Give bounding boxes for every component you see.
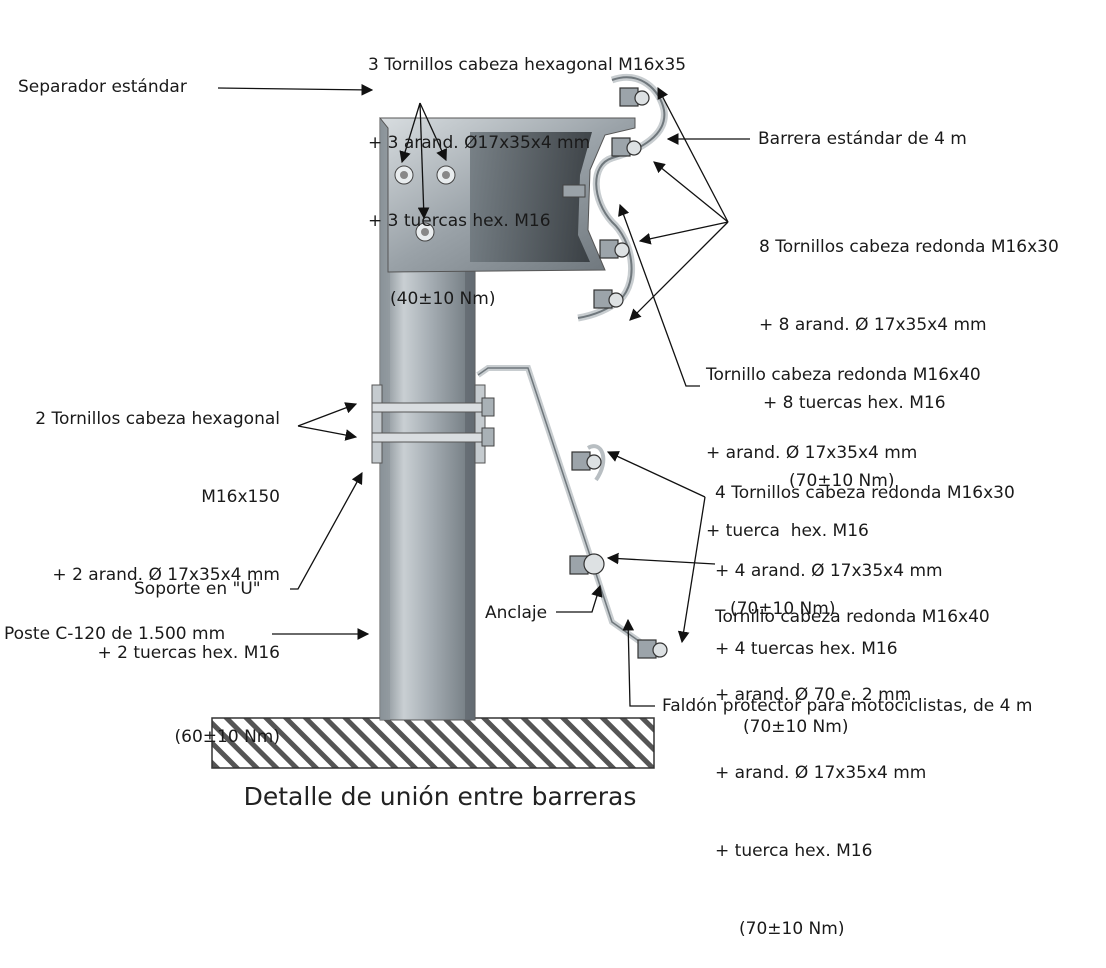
label-line: + arand. Ø 70 e. 2 mm	[715, 685, 912, 705]
label-line: Tornillo cabeza redonda M16x40	[715, 607, 990, 627]
label-line: + tuerca hex. M16	[715, 841, 873, 861]
standard-barrier	[577, 73, 668, 322]
diagram-canvas	[211, 73, 750, 769]
label-line: + 4 arand. Ø 17x35x4 mm	[715, 561, 943, 581]
label-tornillo-red-40a: Tornillo cabeza redonda M16x40 + arand. …	[706, 310, 981, 648]
label-line: 8 Tornillos cabeza redonda M16x30	[759, 237, 1059, 257]
label-line: 2 Tornillos cabeza hexagonal	[35, 409, 280, 429]
label-tornillos-hex-3: 3 Tornillos cabeza hexagonal M16x35 + 3 …	[368, 0, 686, 338]
leader-lines	[217, 84, 750, 707]
label-faldon: Faldón protector para motociclistas, de …	[662, 696, 1033, 716]
label-separador: Separador estándar	[18, 77, 187, 97]
label-line: (40±10 Nm)	[390, 289, 496, 309]
ground-hatch	[211, 717, 655, 769]
label-line: + 4 tuercas hex. M16	[715, 639, 898, 659]
label-tornillos-red-8: 8 Tornillos cabeza redonda M16x30 + 8 ar…	[759, 182, 1059, 520]
label-line: + arand. Ø 17x35x4 mm	[706, 443, 918, 463]
label-tornillo-red-40b: Tornillo cabeza redonda M16x40 + arand. …	[715, 552, 990, 968]
label-line: (70±10 Nm)	[730, 599, 836, 619]
label-line: + 2 tuercas hex. M16	[97, 643, 280, 663]
label-line: Tornillo cabeza redonda M16x40	[706, 365, 981, 385]
label-line: + 8 arand. Ø 17x35x4 mm	[759, 315, 987, 335]
label-tornillos-red-4: 4 Tornillos cabeza redonda M16x30 + 4 ar…	[715, 428, 1015, 766]
label-anclaje: Anclaje	[485, 603, 548, 623]
label-line: 4 Tornillos cabeza redonda M16x30	[715, 483, 1015, 503]
label-line: (70±10 Nm)	[789, 471, 895, 491]
label-poste: Poste C-120 de 1.500 mm	[4, 624, 226, 644]
label-line: M16x150	[201, 487, 280, 507]
label-line: + 3 arand. Ø17x35x4 mm	[368, 133, 591, 153]
label-line: + arand. Ø 17x35x4 mm	[715, 763, 927, 783]
label-line: + 3 tuercas hex. M16	[368, 211, 551, 231]
label-tornillos-hex-2: 2 Tornillos cabeza hexagonal M16x150 + 2…	[0, 354, 280, 776]
u-support	[371, 384, 495, 464]
label-barrera: Barrera estándar de 4 m	[758, 129, 967, 149]
label-line: + tuerca hex. M16	[706, 521, 869, 541]
label-soporte: Soporte en "U"	[134, 579, 261, 599]
label-line: (60±10 Nm)	[174, 727, 280, 747]
label-line: + 2 arand. Ø 17x35x4 mm	[52, 565, 280, 585]
label-line: (70±10 Nm)	[739, 919, 845, 939]
diagram-title: Detalle de unión entre barreras	[243, 782, 637, 811]
label-line: + 8 tuercas hex. M16	[763, 393, 946, 413]
label-line: (70±10 Nm)	[743, 717, 849, 737]
label-line: 3 Tornillos cabeza hexagonal M16x35	[368, 55, 687, 75]
